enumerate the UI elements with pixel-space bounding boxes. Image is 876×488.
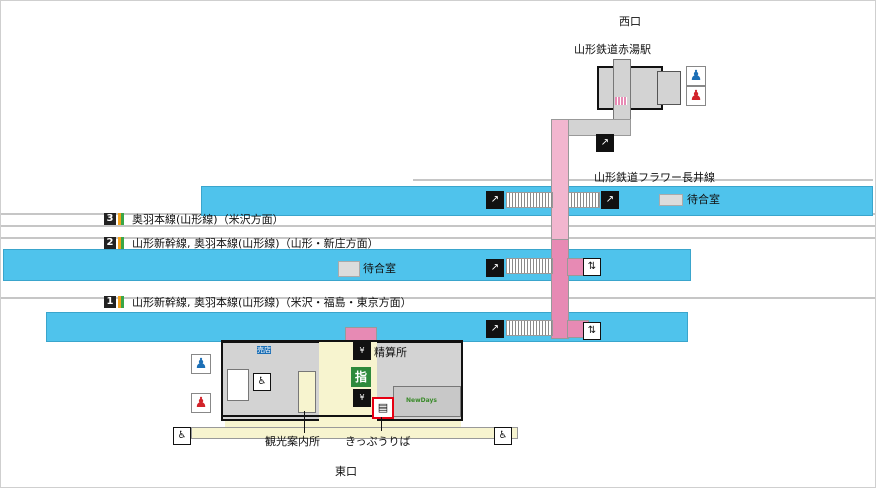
line-color-bar [118,237,121,249]
line-color-bar [121,237,124,249]
reserved-seat-icon: 指 [351,367,371,387]
toilet-room [227,369,249,401]
flower-line-label: 山形鉄道フラワー長井線 [594,171,715,184]
escalator-icon: ↗ [486,320,504,338]
stairs-icon [506,258,553,274]
wheelchair-icon: ♿ [173,427,191,445]
escalator-icon: ↗ [601,191,619,209]
west-building-annex [657,71,681,105]
concourse-front [191,427,518,439]
leader-line [381,417,382,431]
east-exit-label: 東口 [335,465,357,478]
escalator-icon: ↗ [486,191,504,209]
line-color-bar [118,213,121,225]
stairs-icon [506,192,553,208]
track-number-2: 2 [104,237,116,249]
waiting-room-box [659,194,683,206]
track-2-label: 山形新幹線, 奥羽本線(山形線)（山形・新庄方面） [132,237,379,250]
store-logo: NewDays [406,397,437,404]
wheelchair-icon: ♿ [253,373,271,391]
stairs-icon [568,192,600,208]
toilet-female-icon: ♟ [686,86,706,106]
toilet-female-icon: ♟ [191,393,211,413]
waiting-room-label: 待合室 [363,262,396,275]
waiting-room-box [338,261,360,277]
akayu-station-label: 山形鉄道赤湯駅 [574,43,651,56]
track-line [1,237,875,239]
track-number-1: 1 [104,296,116,308]
bridge-vertical [551,119,569,241]
wheelchair-icon: ♿ [494,427,512,445]
ticket-office-box[interactable]: ▤ [372,397,394,419]
escalator-icon: ↗ [486,259,504,277]
toilet-male-icon: ♟ [686,66,706,86]
fare-adjustment-label: 精算所 [374,346,407,359]
kiosk-room: 売店 [257,346,271,354]
track-line [1,225,875,227]
elevator-icon: ⇅ [583,258,601,276]
fare-adjustment-icon: ¥ [353,342,371,360]
fare-adjustment-icon: ¥ [353,389,371,407]
track-line [1,297,875,299]
line-color-bar [121,296,124,308]
track-1-label: 山形新幹線, 奥羽本線(山形線)（米沢・福島・東京方面） [132,296,412,309]
east-building-bottom [221,415,463,417]
ticket-office-label: きっぷうりば [345,435,411,448]
line-color-bar [121,213,124,225]
tourist-info-room [298,371,316,413]
toilet-male-icon: ♟ [191,354,211,374]
escalator-icon: ↗ [596,134,614,152]
waiting-room-label: 待合室 [687,193,720,206]
tourist-info-label: 観光案内所 [265,435,320,448]
store-room [393,386,461,417]
track-line [413,179,873,181]
line-color-bar [118,296,121,308]
bridge-lower [551,239,569,339]
track-3-label: 奥羽本線(山形線)（米沢方面） [132,213,284,226]
track-number-3: 3 [104,213,116,225]
west-exit-label: 西口 [619,15,641,28]
stairs-icon [615,97,627,105]
stairs-icon [506,320,553,336]
east-building-top [221,340,463,342]
leader-line [304,411,305,433]
elevator-icon: ⇅ [583,322,601,340]
